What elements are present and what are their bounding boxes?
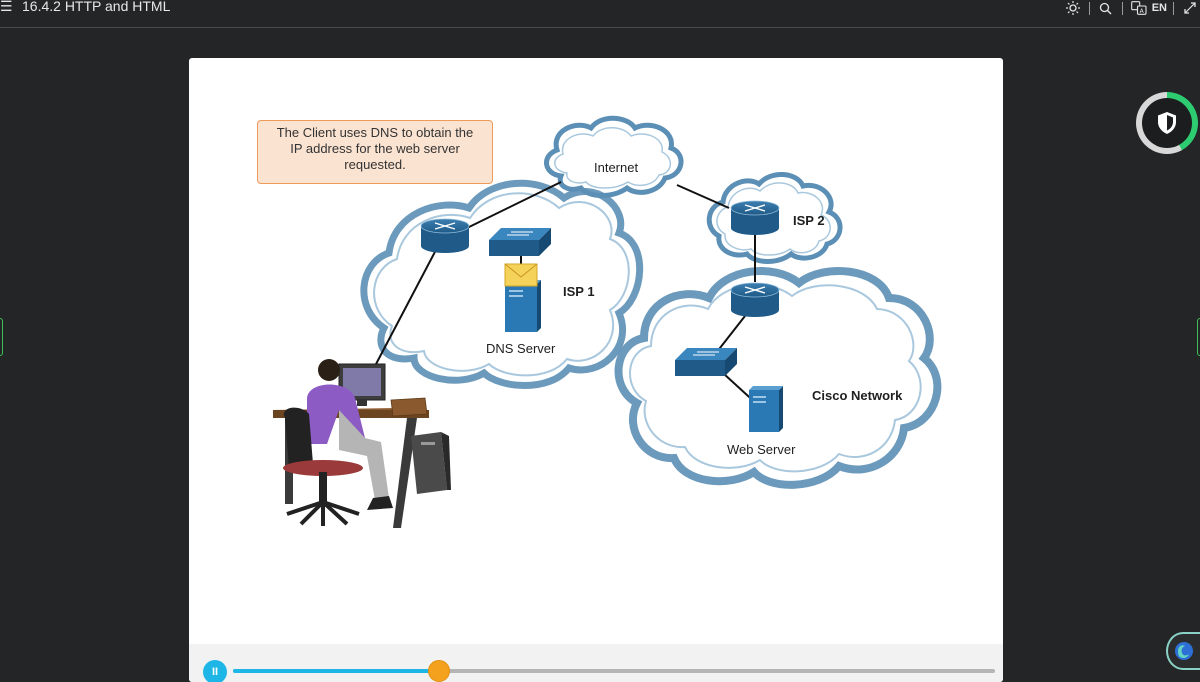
isp1-cloud-inner — [373, 192, 630, 377]
web-server — [749, 386, 783, 432]
client-workstation — [273, 359, 451, 528]
menu-icon[interactable]: ☰ — [0, 0, 13, 14]
brightness-icon[interactable] — [1063, 0, 1083, 16]
isp1-switch — [489, 228, 551, 256]
media-control-bar: II — [189, 644, 1003, 682]
cisco-network-cloud-inner — [629, 284, 922, 473]
pause-icon: II — [211, 666, 219, 678]
divider — [1088, 1, 1090, 15]
isp1-cloud — [360, 179, 644, 389]
callout-line: The Client uses DNS to obtain the — [276, 125, 474, 140]
web-server-label: Web Server — [727, 442, 796, 457]
cisco-switch — [675, 348, 737, 376]
callout-line: requested. — [344, 157, 406, 172]
assistant-icon — [1175, 642, 1193, 660]
shield-icon — [1158, 112, 1176, 134]
toolbar-right: A EN — [1063, 0, 1200, 16]
page-title: 16.4.2 HTTP and HTML — [22, 0, 171, 14]
callout-line: IP address for the web server — [290, 141, 460, 156]
assistant-badge[interactable] — [1166, 632, 1200, 670]
progress-thumb[interactable] — [427, 660, 450, 682]
isp2-cloud-inner — [716, 182, 831, 256]
dns-server-label: DNS Server — [486, 341, 556, 356]
cisco-network-cloud — [614, 267, 942, 489]
animation-card: The Client uses DNS to obtain the IP add… — [189, 58, 1003, 682]
isp2-cloud — [706, 172, 843, 264]
pause-button[interactable]: II — [203, 660, 227, 682]
security-progress-badge[interactable] — [1136, 92, 1198, 154]
callout-box: The Client uses DNS to obtain the IP add… — [257, 120, 493, 184]
translate-icon[interactable]: A — [1129, 0, 1149, 16]
network-diagram — [273, 115, 942, 528]
internet-label: Internet — [594, 160, 639, 175]
expand-icon[interactable] — [1180, 0, 1200, 16]
top-bar: ☰ 16.4.2 HTTP and HTML A EN — [0, 0, 1200, 28]
progress-fill — [233, 669, 439, 673]
isp2-router — [730, 200, 780, 235]
language-label[interactable]: EN — [1151, 2, 1167, 14]
shield-badge-inner — [1142, 98, 1192, 148]
isp2-label: ISP 2 — [793, 213, 825, 228]
divider — [1121, 1, 1123, 15]
cisco-router — [730, 282, 780, 317]
left-panel-handle[interactable] — [0, 318, 3, 356]
progress-track[interactable] — [233, 669, 995, 673]
internet-cloud — [544, 115, 684, 198]
isp1-router — [420, 218, 470, 253]
dns-server — [504, 263, 541, 332]
isp1-label: ISP 1 — [563, 284, 595, 299]
svg-text:A: A — [1139, 8, 1144, 15]
divider — [1173, 1, 1174, 15]
search-icon[interactable] — [1096, 0, 1116, 16]
right-panel-handle[interactable] — [1197, 318, 1200, 356]
cisco-network-label: Cisco Network — [812, 388, 903, 403]
internet-cloud-inner — [554, 127, 671, 189]
